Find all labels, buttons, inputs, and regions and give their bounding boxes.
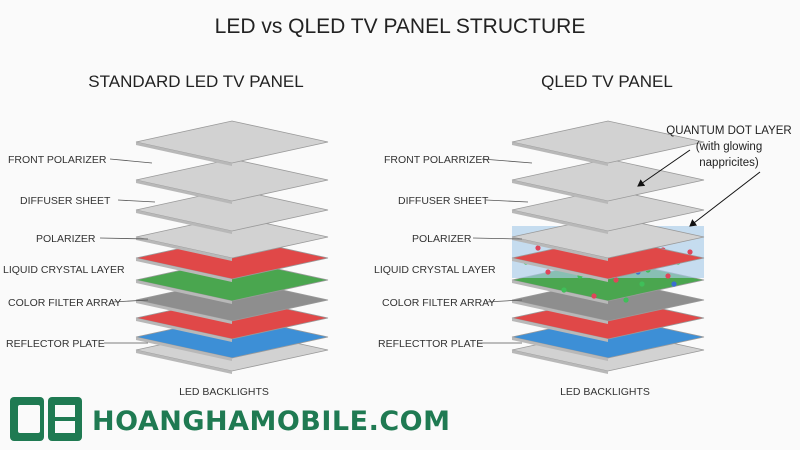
right-leader-line [481,158,533,164]
left-leader-line [111,299,149,303]
reflector-base-layer-edge [136,350,232,374]
diffuser-sheet-layer-edge [136,210,232,234]
quantum-dot-particle [671,281,677,287]
left-label-reflector-plate: REFLECTOR PLATE [6,338,105,350]
left-leader-line [99,237,149,240]
quantum-dot-particle [665,273,671,279]
right-panel-heading: QLED TV PANEL [541,72,673,91]
quantum-dot-particle [591,293,597,299]
left-label-front-polarizer: FRONT POLARIZER [8,154,107,166]
left-label-led-backlights: LED BACKLIGHTS [179,386,269,398]
diffuser-sheet-layer-edge [512,210,608,234]
right-label-liquid-crystal-layer: LIQUID CRYSTAL LAYER [374,264,496,276]
quantum-dot-callout: QUANTUM DOT LAYER (with glowing napprici… [637,125,792,227]
front-polarizer-layer-edge [136,180,232,204]
left-labels: FRONT POLARIZER DIFFUSER SHEET POLARIZER… [3,154,269,398]
left-label-diffuser-sheet: DIFFUSER SHEET [20,195,111,207]
left-label-polarizer: POLARIZER [36,233,96,245]
brand-logo: HOANGHAMOBILE.COM [10,397,450,441]
quantum-dot-particle [639,281,645,287]
right-label-color-filter-array: COLOR FILTER ARRAY [382,297,495,309]
left-label-color-filter-array: COLOR FILTER ARRAY [8,297,121,309]
polarizer-layer-edge [136,237,232,261]
left-leader-line [117,199,156,203]
front-polarizer-layer-edge [512,180,608,204]
right-leader-line [485,199,529,203]
callout-line-2: (with glowing [696,141,762,153]
left-layer-stack [135,120,329,374]
callout-arrow-lower [689,171,761,227]
callout-arrow-upper [637,149,691,187]
quantum-dot-particle [545,269,551,275]
top-glass-layer-edge [512,142,608,166]
right-label-diffuser-sheet: DIFFUSER SHEET [398,195,489,207]
quantum-dot-particle [561,287,567,293]
right-leader-line [472,237,523,240]
polarizer-layer-edge [512,237,608,261]
right-label-reflector-plate: REFLECTTOR PLATE [378,338,483,350]
logo-text: HOANGHAMOBILE.COM [92,406,450,437]
blue-backlight-layer-edge [136,337,232,361]
right-layer-stack [511,120,705,374]
red-filter-layer-edge [512,318,608,342]
top-glass-layer-edge [136,142,232,166]
right-labels: FRONT POLARRIZER DIFFUSER SHEET POLARIZE… [374,154,650,398]
diagram-title: LED vs QLED TV PANEL STRUCTURE [215,15,586,38]
color-filter-layer-edge [136,300,232,324]
right-leader-line [485,299,523,303]
reflector-base-layer-edge [512,350,608,374]
green-filter-layer-edge [512,280,608,304]
right-label-polarizer: POLARIZER [412,233,472,245]
left-label-liquid-crystal-layer: LIQUID CRYSTAL LAYER [3,264,125,276]
left-panel-heading: STANDARD LED TV PANEL [88,72,303,91]
color-filter-layer-edge [512,300,608,324]
callout-line-3: nappricites) [699,157,759,169]
blue-backlight-layer-edge [512,337,608,361]
right-label-led-backlights: LED BACKLIGHTS [560,386,650,398]
quantum-dot-particle [623,297,629,303]
red-liquid-crystal-layer-edge [512,258,608,282]
callout-line-1: QUANTUM DOT LAYER [666,125,791,137]
right-label-front-polarizer: FRONT POLARRIZER [384,154,490,166]
green-filter-layer-edge [136,280,232,304]
red-filter-layer-edge [136,318,232,342]
top-glass-layer [135,120,329,164]
quantum-dot-particle [687,249,693,255]
quantum-dot-particle [613,277,619,283]
left-leader-line [109,158,153,164]
logo-mark-icon [10,397,82,441]
quantum-dot-particle [535,245,541,251]
red-liquid-crystal-layer-edge [136,258,232,282]
